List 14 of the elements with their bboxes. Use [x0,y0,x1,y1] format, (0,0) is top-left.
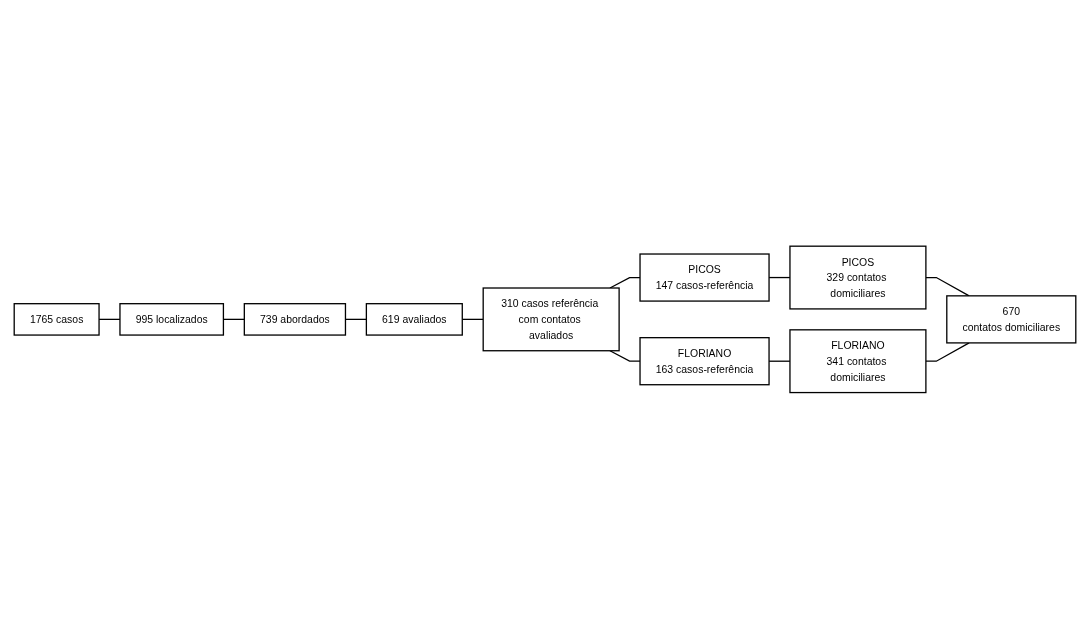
node-box: 739 abordados [243,303,347,336]
node-box: 670 contatos domiciliares [946,295,1077,344]
node-box: 619 avaliados [365,303,463,336]
node-box: 1765 casos [13,303,100,336]
node-box: PICOS 329 contatos domiciliares [789,245,927,310]
connector [609,350,641,362]
connector [925,342,970,362]
node-box: FLORIANO 163 casos-referência [639,337,770,386]
connector [925,277,970,297]
node-box: PICOS 147 casos-referência [639,253,770,302]
node-box: 310 casos referência com contatos avaliados [482,287,620,352]
connector [609,277,641,289]
node-box: 995 localizados [119,303,225,336]
node-box: FLORIANO 341 contatos domiciliares [789,329,927,394]
